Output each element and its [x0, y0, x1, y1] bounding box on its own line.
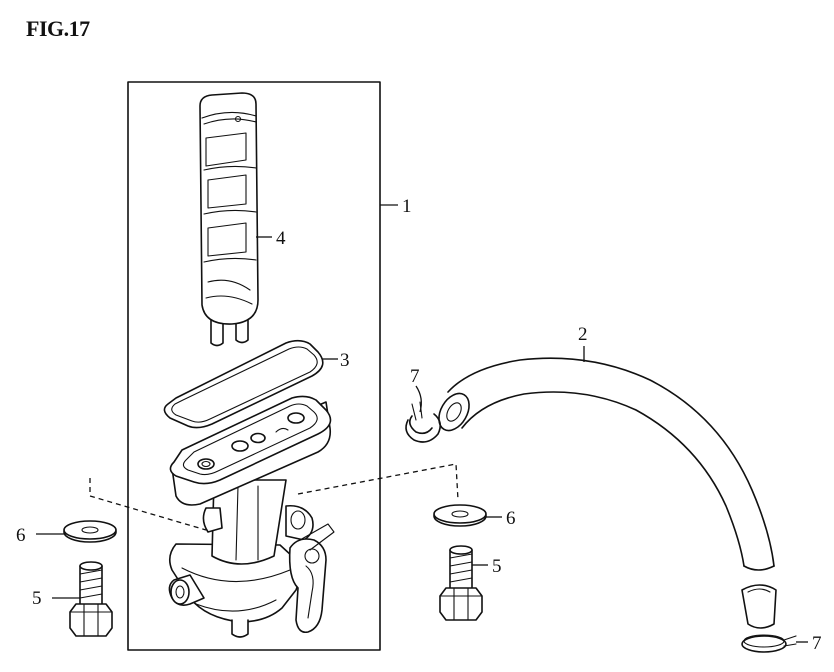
callout-part2: 2	[578, 324, 588, 345]
washer-right	[433, 504, 487, 527]
figure-title: FIG.17	[26, 16, 90, 41]
callout-part7-top: 7	[410, 366, 420, 387]
callout-part1: 1	[402, 196, 412, 217]
callout-part3: 3	[340, 350, 350, 371]
callout-part7-bottom: 7	[812, 633, 822, 654]
alignment-line-left	[89, 478, 207, 531]
washer-left	[63, 520, 117, 543]
callout-part5-right: 5	[492, 556, 502, 577]
callout-part6-left: 6	[16, 525, 26, 546]
gasket	[163, 339, 324, 429]
callout-part5-left: 5	[32, 588, 42, 609]
alignment-line-right	[297, 463, 459, 501]
fuel-cock-body	[168, 395, 335, 638]
fuel-strainer	[199, 92, 259, 347]
fuel-hose	[438, 357, 777, 629]
bolt-right	[439, 545, 483, 621]
hose-clip-bottom	[741, 634, 797, 653]
hose-clip-top	[405, 401, 442, 443]
callout-part6-right: 6	[506, 508, 516, 529]
callout-part4: 4	[276, 228, 286, 249]
leader-part7-top	[415, 385, 422, 413]
assembly-box	[127, 81, 381, 651]
bolt-left	[69, 561, 113, 637]
